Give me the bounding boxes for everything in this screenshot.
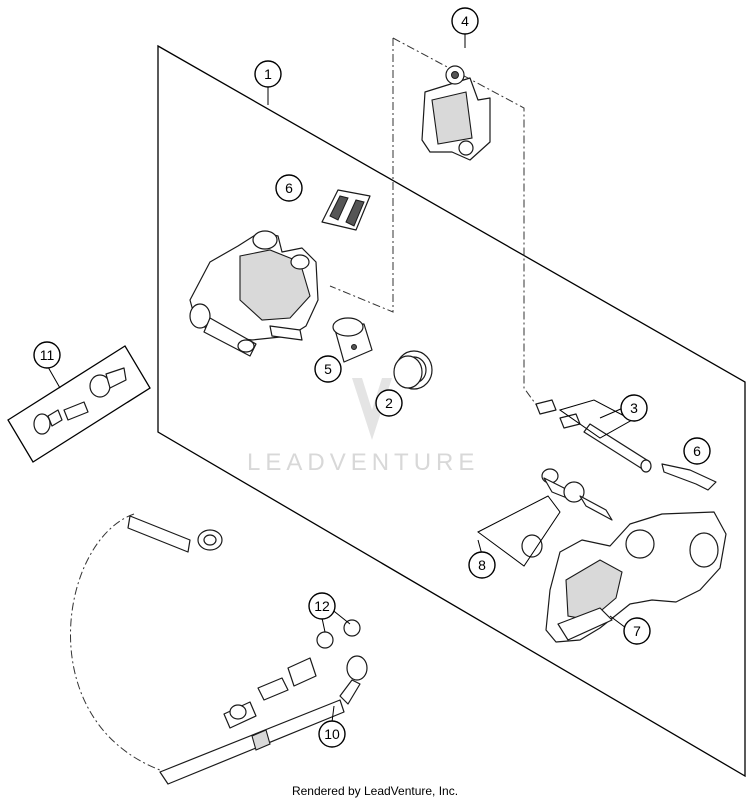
- callout-2: 2: [375, 389, 403, 417]
- pad-guide-line-right: [392, 37, 541, 411]
- svg-text:4: 4: [461, 13, 469, 29]
- svg-text:2: 2: [385, 395, 393, 411]
- callout-6-lower: 6: [683, 437, 711, 465]
- svg-text:6: 6: [693, 443, 701, 459]
- fitting-kit-icon: [33, 367, 127, 435]
- callout-5: 5: [314, 355, 342, 383]
- callout-12: 12: [308, 592, 336, 620]
- bushings-icon: [477, 468, 613, 567]
- assembly-frame-11: [7, 345, 151, 463]
- svg-text:1: 1: [264, 66, 272, 82]
- callout-11: 11: [33, 341, 61, 369]
- svg-text:11: 11: [40, 347, 55, 363]
- seal-rings-icon: [393, 350, 433, 390]
- assembly-frame-1: [157, 44, 746, 778]
- pin-set-icon: [535, 399, 652, 473]
- brake-hose-icon: [70, 513, 368, 785]
- svg-text:8: 8: [478, 557, 486, 573]
- callout-10: 10: [318, 720, 346, 748]
- svg-text:10: 10: [324, 726, 340, 742]
- callout-6-upper: 6: [275, 174, 303, 202]
- callout-3: 3: [620, 394, 648, 422]
- svg-text:12: 12: [314, 598, 330, 614]
- callout-8: 8: [468, 551, 496, 579]
- callout-7: 7: [623, 617, 651, 645]
- callout-4: 4: [451, 7, 479, 35]
- pad-guide-line: [329, 38, 394, 313]
- leader-lines: [47, 34, 631, 723]
- footer-credit: Rendered by LeadVenture, Inc.: [291, 784, 459, 798]
- svg-text:7: 7: [633, 623, 641, 639]
- svg-text:3: 3: [630, 400, 638, 416]
- caliper-body-icon: [189, 230, 319, 357]
- watermark-text: LEADVENTURE: [247, 449, 479, 476]
- watermark: LEADVENTURE: [247, 378, 479, 476]
- svg-text:6: 6: [285, 180, 293, 196]
- brake-pads-icon: [421, 65, 491, 161]
- pad-spring-icon: [321, 189, 371, 231]
- caliper-bracket-icon: [545, 511, 727, 643]
- callout-1: 1: [254, 60, 282, 88]
- banjo-fittings-icon: [223, 619, 361, 729]
- piston-icon: [332, 317, 373, 363]
- pad-clip-icon: [661, 463, 717, 491]
- svg-text:5: 5: [324, 361, 332, 377]
